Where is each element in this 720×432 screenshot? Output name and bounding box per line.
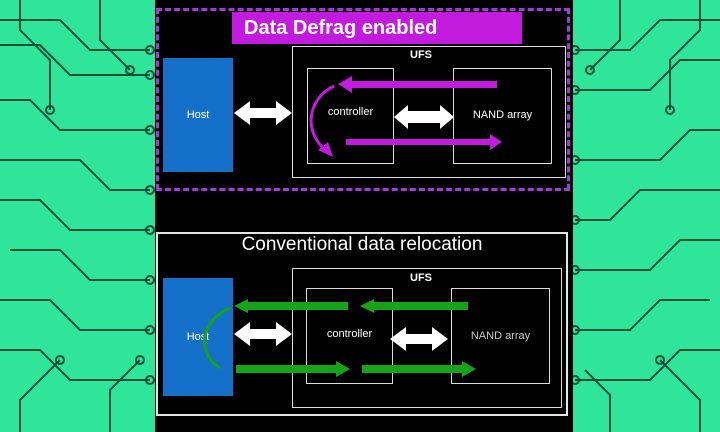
controller-label-top: controller <box>327 106 374 118</box>
nand-box-bottom <box>451 288 550 384</box>
ufs-label-top: UFS <box>410 49 432 61</box>
host-label-bottom: Host <box>186 331 210 343</box>
ufs-box-bottom <box>292 268 562 408</box>
defrag-banner: Data Defrag enabled <box>232 12 522 44</box>
ufs-label-bottom: UFS <box>410 272 432 284</box>
nand-label-top: NAND array <box>472 109 533 121</box>
section-divider <box>156 188 570 191</box>
controller-box-top <box>307 68 394 164</box>
controller-label-bottom: controller <box>326 328 373 340</box>
defrag-section-border <box>156 8 570 190</box>
host-block-bottom: Host <box>163 278 233 396</box>
conventional-section-border <box>156 232 568 416</box>
host-block-top: Host <box>163 58 233 172</box>
conventional-title: Conventional data relocation <box>241 234 483 255</box>
ufs-box-top <box>292 46 566 178</box>
nand-label-bottom: NAND array <box>470 330 531 342</box>
host-label-top: Host <box>186 109 210 121</box>
